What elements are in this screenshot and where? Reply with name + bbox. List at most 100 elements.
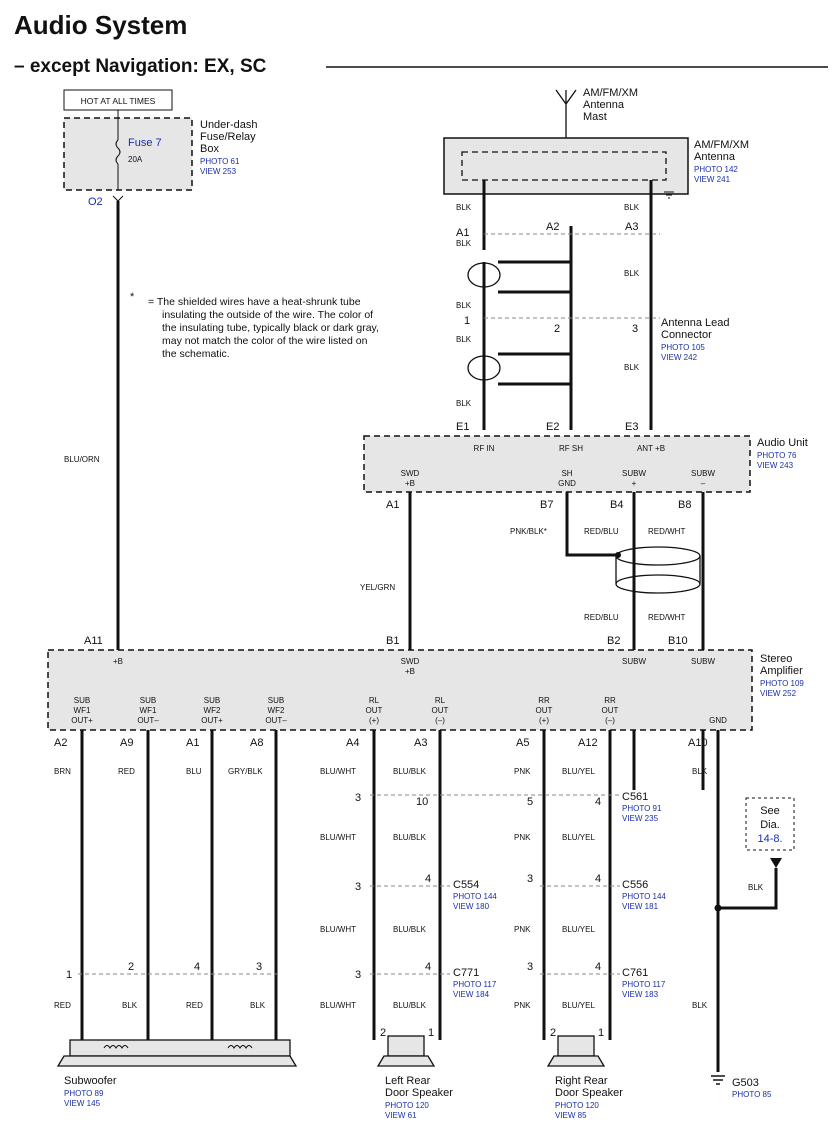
au-rf-in: RF IN [474, 444, 495, 453]
wire-label-blk: BLK [692, 1001, 708, 1010]
pin-aa11: A11 [84, 635, 103, 647]
amp-output-label: SUB [74, 696, 90, 705]
c561-pin-3: 3 [355, 792, 361, 804]
amp-subw-n: SUBW [691, 657, 715, 666]
pin-e2: E2 [546, 421, 559, 433]
note-line-1: = The shielded wires have a heat-shrunk … [148, 296, 361, 308]
antenna-name-1: AM/FM/XM [694, 139, 749, 151]
c554-view: VIEW 180 [453, 902, 490, 911]
c554-pin-4: 4 [425, 873, 431, 885]
lead-name-2: Connector [661, 329, 712, 341]
sub-pin-2: 2 [128, 961, 134, 973]
audio-unit-name: Audio Unit [757, 437, 808, 449]
amp-photo: PHOTO 109 [760, 679, 804, 688]
amp-output-label: RL [435, 696, 446, 705]
pin-e3: E3 [625, 421, 638, 433]
see-1: See [760, 805, 780, 817]
pin-a2: A2 [546, 221, 559, 233]
wire-label-blk: BLK [456, 399, 472, 408]
amp-output-label: OUT [536, 706, 553, 715]
audio-unit-view: VIEW 243 [757, 461, 794, 470]
lr-pin-2: 2 [380, 1027, 386, 1039]
antenna-name-2: Antenna [694, 151, 736, 163]
rr-photo: PHOTO 120 [555, 1101, 599, 1110]
wire-label-blk: BLK [748, 883, 764, 892]
pin-ab10: B10 [668, 635, 688, 647]
lead-name-1: Antenna Lead [661, 317, 730, 329]
amp-output-label: WF2 [268, 706, 285, 715]
antenna-view: VIEW 241 [694, 175, 731, 184]
au-swd: SWD [401, 469, 420, 478]
c761-view: VIEW 183 [622, 990, 659, 999]
wire-label-blk: BLK [456, 335, 472, 344]
pin-3: 3 [632, 323, 638, 335]
amp-output-label: WF1 [140, 706, 157, 715]
wire-label-blublk: BLU/BLK [393, 925, 427, 934]
amp-output-label: OUT+ [71, 716, 93, 725]
au-subw-n: SUBW [691, 469, 715, 478]
page-subtitle: – except Navigation: EX, SC [14, 56, 267, 77]
fuse-view: VIEW 253 [200, 167, 237, 176]
wire-label-bluyel: BLU/YEL [562, 767, 595, 776]
stereo-amplifier [47, 649, 753, 731]
wire-label-bluyel: BLU/YEL [562, 925, 595, 934]
c561-pin-4: 4 [595, 796, 601, 808]
wire-label-blublk: BLU/BLK [393, 767, 427, 776]
lead-photo: PHOTO 105 [661, 343, 705, 352]
audio-unit-photo: PHOTO 76 [757, 451, 797, 460]
au-sh: SH [561, 469, 572, 478]
wire-label-bluwht: BLU/WHT [320, 767, 356, 776]
amp-output-label: RR [538, 696, 550, 705]
fuse-icon [115, 139, 121, 165]
c554-pin-3: 3 [355, 881, 361, 893]
amp-output-label: RR [604, 696, 616, 705]
wire-label-pnk: PNK [514, 925, 531, 934]
fuse-photo: PHOTO 61 [200, 157, 240, 166]
c761-photo: PHOTO 117 [622, 980, 666, 989]
lr-photo: PHOTO 120 [385, 1101, 429, 1110]
coil-icon [103, 1045, 129, 1049]
c761-pin-3: 3 [527, 961, 533, 973]
c556-pin-3: 3 [527, 873, 533, 885]
amp-output-label: SUB [204, 696, 220, 705]
see-3: 14-8. [757, 833, 782, 845]
rr-pin-1: 1 [598, 1027, 604, 1039]
c771-view: VIEW 184 [453, 990, 490, 999]
au-subw-p: SUBW [622, 469, 646, 478]
pin-e1: E1 [456, 421, 469, 433]
pin-ub8: B8 [678, 499, 691, 511]
amp-output-label: SUB [268, 696, 284, 705]
wire-label-pnkblk: PNK/BLK* [510, 527, 547, 536]
wire-label-red: RED [186, 1001, 203, 1010]
fuse-box-name-3: Box [200, 143, 219, 155]
lr-name-2: Door Speaker [385, 1087, 453, 1099]
pin-ua1: A1 [386, 499, 399, 511]
au-ant-b: ANT +B [637, 444, 665, 453]
wire-label-redwht: RED/WHT [648, 613, 685, 622]
hot-label: HOT AT ALL TIMES [81, 96, 156, 106]
wire-label-blk: BLK [456, 203, 472, 212]
pin-oa4: A4 [346, 737, 359, 749]
note-line-4: may not match the color of the wire list… [162, 335, 368, 347]
subwoofer-view: VIEW 145 [64, 1099, 101, 1108]
sub-pin-1: 1 [66, 969, 72, 981]
c771-pin-3: 3 [355, 969, 361, 981]
c561-photo: PHOTO 91 [622, 804, 662, 813]
pin-oa2: A2 [54, 737, 67, 749]
amp-output-label: (+) [369, 716, 379, 725]
pin-oa3: A3 [414, 737, 427, 749]
wire-label-pnk: PNK [514, 767, 531, 776]
mast-name-3: Mast [583, 111, 607, 123]
wire-label-blu: BLU [186, 767, 202, 776]
wire-label-blk: BLK [122, 1001, 138, 1010]
pin-ub7: B7 [540, 499, 553, 511]
c561-pin-5: 5 [527, 796, 533, 808]
pin-oa8: A8 [250, 737, 263, 749]
wire-label-red: RED [54, 1001, 71, 1010]
wire-label-pnk: PNK [514, 833, 531, 842]
wire-label-redblu: RED/BLU [584, 613, 619, 622]
wire-label-blk: BLK [456, 301, 472, 310]
note-line-5: the schematic. [162, 348, 230, 360]
pin-oa9: A9 [120, 737, 133, 749]
